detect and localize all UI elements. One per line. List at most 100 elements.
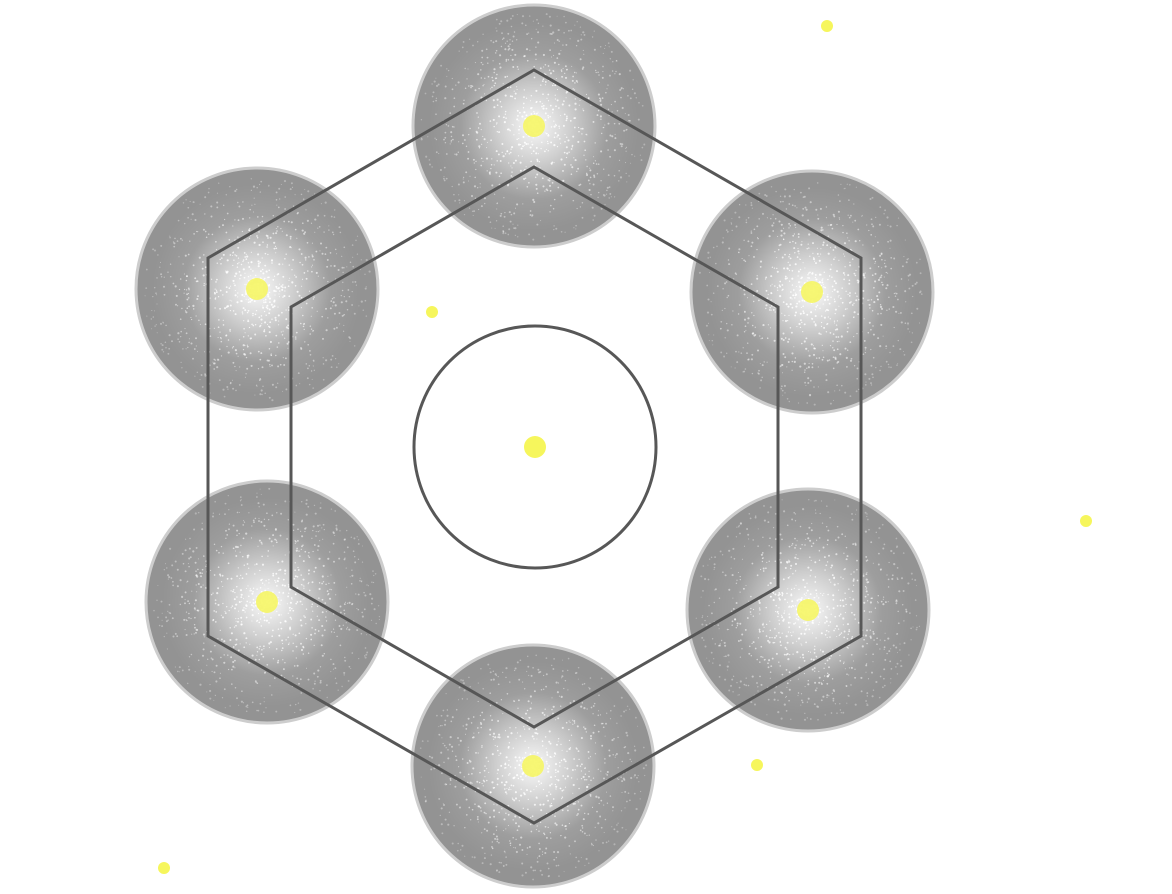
speckle <box>461 142 464 145</box>
speckle <box>802 331 804 333</box>
speckle <box>317 545 320 548</box>
speckle <box>469 207 471 209</box>
speckle <box>546 751 548 753</box>
speckle <box>536 173 539 176</box>
speckle <box>275 648 278 650</box>
speckle <box>272 658 275 660</box>
speckle <box>772 641 775 644</box>
speckle <box>332 663 335 666</box>
speckle <box>738 251 740 253</box>
speckle <box>735 273 737 276</box>
speckle <box>873 286 875 289</box>
speckle <box>853 613 856 616</box>
speckle <box>466 78 468 80</box>
speckle <box>285 318 288 321</box>
speckle <box>265 619 268 622</box>
speckle <box>553 120 555 122</box>
speckle <box>496 804 498 806</box>
speckle <box>847 293 849 296</box>
speckle <box>573 720 576 722</box>
speckle <box>607 174 610 176</box>
speckle <box>306 377 309 380</box>
speckle <box>427 740 429 742</box>
speckle <box>242 260 244 263</box>
speckle <box>843 552 845 554</box>
speckle <box>836 635 838 638</box>
speckle <box>560 759 563 762</box>
speckle <box>783 232 786 235</box>
speckle <box>342 330 345 332</box>
speckle <box>179 318 182 321</box>
speckle <box>455 803 458 806</box>
speckle <box>632 79 634 81</box>
speckle <box>508 774 510 776</box>
speckle <box>788 613 790 615</box>
speckle <box>343 609 345 612</box>
speckle <box>841 599 844 602</box>
speckle <box>251 592 254 595</box>
speckle <box>235 545 238 548</box>
speckle <box>553 162 555 164</box>
speckle <box>420 138 423 141</box>
speckle <box>263 711 265 714</box>
speckle <box>581 824 584 827</box>
speckle <box>794 292 796 294</box>
speckle <box>818 670 820 673</box>
speckle <box>763 626 765 628</box>
speckle <box>751 642 753 645</box>
speckle <box>846 330 849 333</box>
speckle <box>239 274 242 277</box>
speckle <box>736 625 739 627</box>
speckle <box>843 274 846 276</box>
speckle <box>859 240 861 242</box>
speckle <box>472 214 474 216</box>
speckle <box>271 514 274 517</box>
speckle <box>761 364 764 367</box>
speckle <box>604 124 606 126</box>
speckle <box>829 224 832 227</box>
speckle <box>323 231 325 233</box>
speckle <box>798 300 801 303</box>
speckle <box>327 592 330 595</box>
speckle <box>638 102 640 104</box>
speckle <box>445 693 447 695</box>
speckle <box>212 592 214 594</box>
speckle <box>556 39 559 41</box>
speckle <box>882 335 884 337</box>
speckle <box>846 685 848 687</box>
speckle <box>791 284 794 286</box>
speckle <box>491 184 494 187</box>
speckle <box>512 35 515 38</box>
speckle <box>302 325 305 328</box>
speckle <box>772 222 775 224</box>
speckle <box>865 349 866 351</box>
speckle <box>837 210 840 213</box>
speckle <box>222 585 224 588</box>
speckle <box>731 678 734 681</box>
speckle <box>322 277 325 279</box>
speckle <box>716 245 718 248</box>
speckle <box>523 111 526 114</box>
speckle <box>593 174 596 177</box>
speckle <box>790 567 792 570</box>
speckle <box>895 285 897 287</box>
speckle <box>865 590 868 593</box>
speckle <box>317 227 319 229</box>
speckle <box>879 648 881 650</box>
speckle <box>545 836 548 839</box>
speckle <box>160 600 163 603</box>
speckle <box>461 758 464 760</box>
speckle <box>737 525 740 528</box>
speckle <box>502 225 504 227</box>
speckle <box>185 611 188 613</box>
speckle <box>296 290 299 293</box>
speckle <box>592 731 595 734</box>
speckle <box>179 603 182 606</box>
speckle <box>530 113 533 115</box>
speckle <box>196 230 199 233</box>
speckle <box>781 692 784 695</box>
speckle <box>253 631 255 633</box>
speckle <box>308 581 310 584</box>
speckle <box>272 534 275 537</box>
